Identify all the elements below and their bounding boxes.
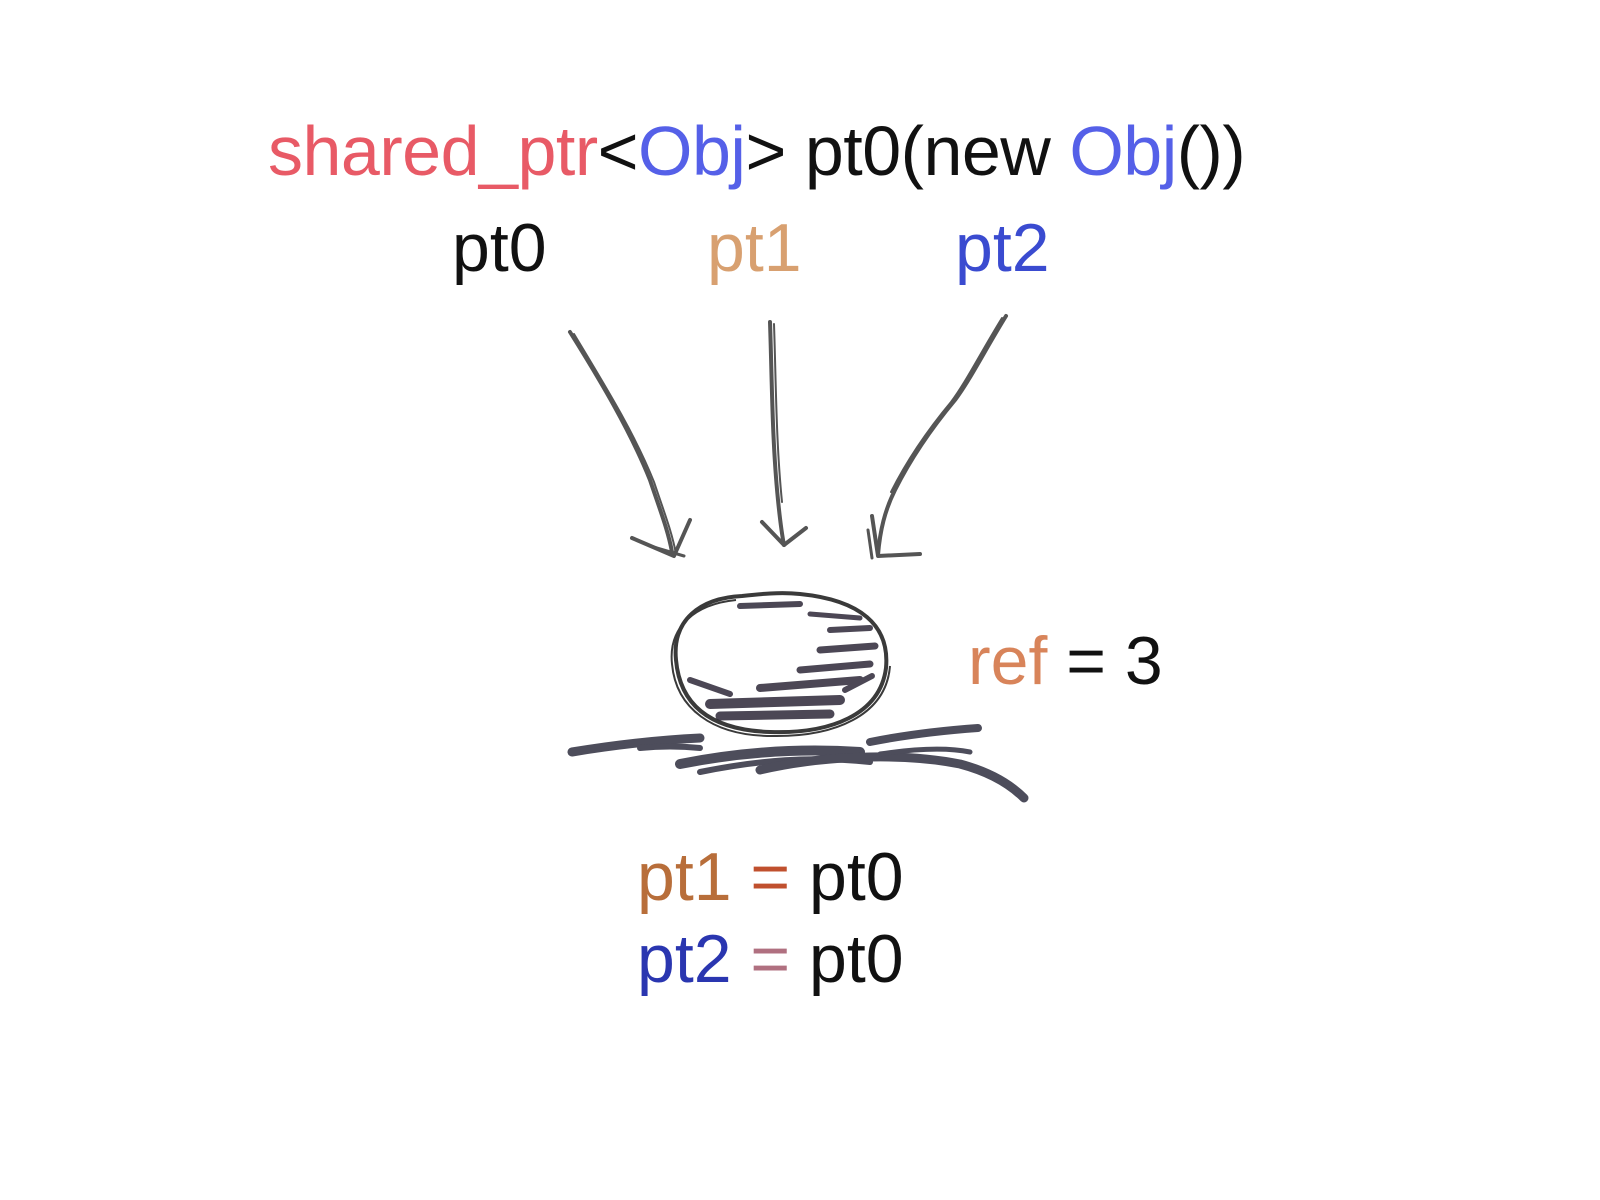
pointer-label-pt2: pt2 [955,210,1050,286]
refcount-value: 3 [1124,623,1163,699]
ctor-type: Obj [1069,112,1177,190]
ctor-call: ()) [1176,112,1246,190]
assignment-lhs: pt1 [637,839,732,915]
arrow-pt1 [760,320,808,547]
type-name: shared_ptr [268,112,598,190]
variable-init: pt0(new [785,112,1070,190]
close-angle: > [745,112,786,190]
refcount-name: ref [968,623,1048,699]
pointer-label-pt1: pt1 [707,210,802,286]
assignment-rhs: pt0 [809,921,904,997]
assignment-pt1: pt1 = pt0 [637,843,904,911]
assignment-lhs: pt2 [637,921,732,997]
assignment-rhs: pt0 [809,839,904,915]
refcount-equals: = [1047,623,1125,699]
pointer-label-pt0: pt0 [452,210,547,286]
template-arg: Obj [638,112,746,190]
refcount-line: ref = 3 [968,627,1163,695]
assignment-op: = [731,839,810,915]
arrow-pt0 [568,330,692,558]
assignment-op: = [731,921,810,997]
ground-strokes [567,724,1029,803]
assignment-pt2: pt2 = pt0 [637,925,904,993]
open-angle: < [597,112,639,190]
object-blob [670,591,891,738]
declaration-line: shared_ptr<Obj> pt0(new Obj()) [268,116,1246,186]
arrow-pt2 [866,314,1008,560]
